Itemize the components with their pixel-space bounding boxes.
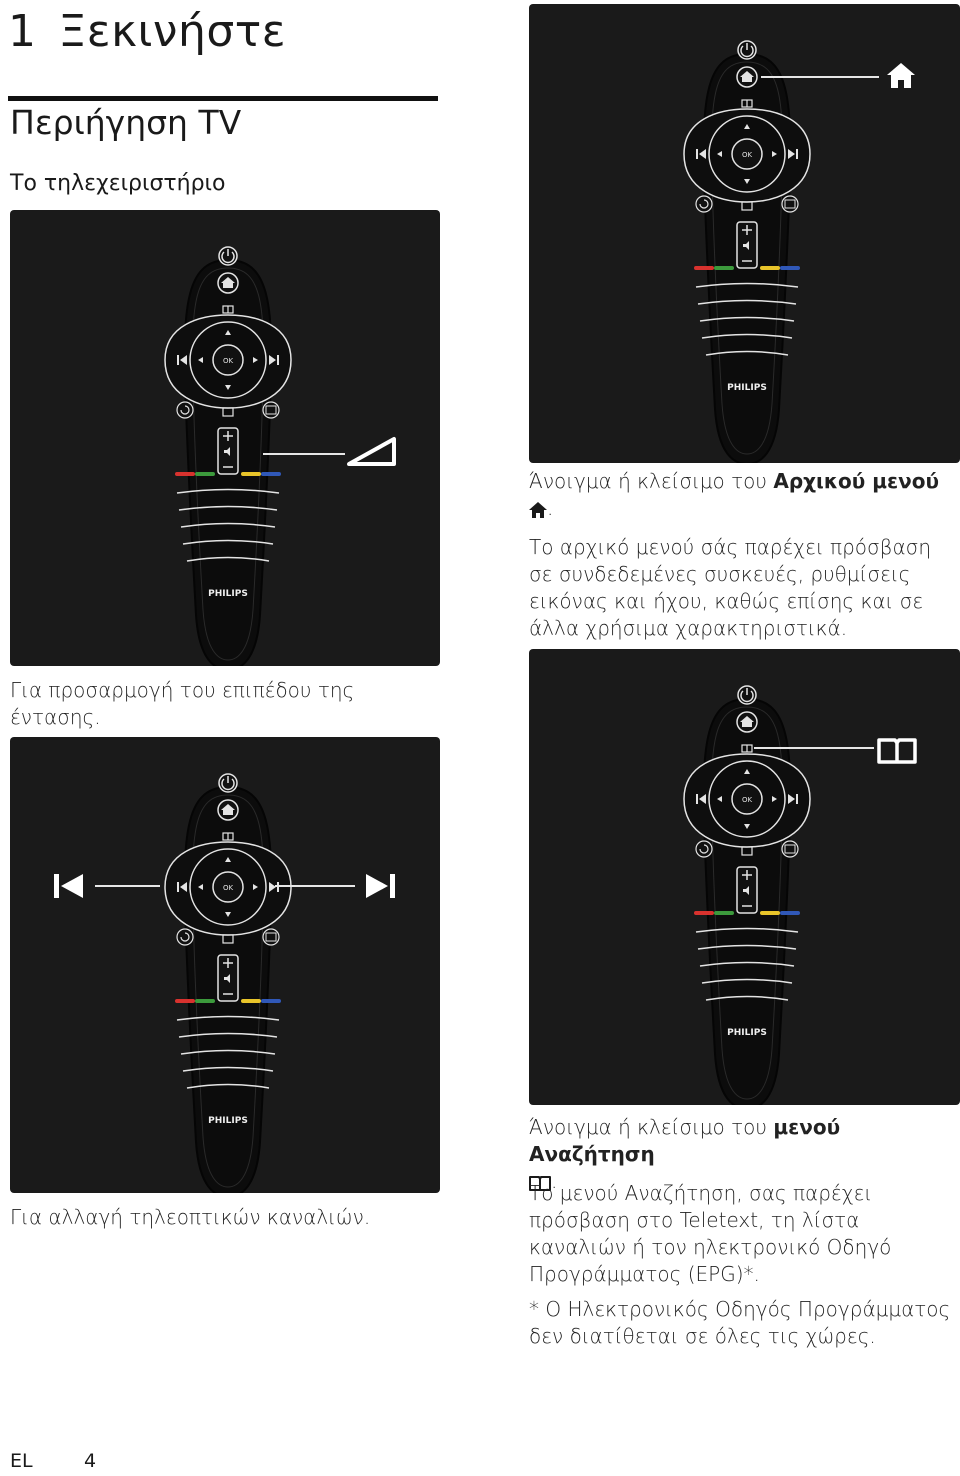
caption-home-title: Άνοιγμα ή κλείσιμο του Αρχικού μενού . (529, 468, 959, 525)
power-button (737, 685, 757, 705)
brand-logo: PHILIPS (208, 589, 248, 599)
power-button (737, 40, 757, 60)
color-keys (175, 999, 281, 1003)
find-button (741, 744, 753, 753)
caption-find-note: * Ο Ηλεκτρονικός Οδηγός Προγράμματος δεν… (529, 1297, 951, 1348)
power-button (218, 246, 238, 266)
remote-panel-volume: OK PHILIPS (10, 210, 440, 666)
remote-panel-home: OK PHILIPS (529, 4, 960, 463)
brand-logo: PHILIPS (727, 383, 767, 393)
brand-logo: PHILIPS (727, 1028, 767, 1038)
number-rows (176, 1015, 280, 1089)
home-icon (529, 498, 547, 525)
options-button (222, 934, 234, 944)
navigation-ring (164, 841, 292, 936)
home-menu-label: Αρχικού μενού (773, 469, 939, 493)
number-rows (695, 927, 799, 1001)
adjust-button (781, 195, 799, 213)
options-button (741, 201, 753, 211)
skip-previous-icon (54, 874, 83, 898)
home-icon (887, 63, 915, 88)
back-button (695, 195, 713, 213)
options-button (741, 846, 753, 856)
home-button (736, 66, 758, 88)
chapter-number: 1 (8, 6, 37, 57)
book-icon (877, 738, 917, 764)
remote-panel-find: OK PHILIPS (529, 649, 960, 1105)
back-button (695, 840, 713, 858)
skip-next-icon (366, 874, 395, 898)
section-title: Περιήγηση TV (10, 103, 242, 142)
adjust-button (262, 401, 280, 419)
home-button (217, 272, 239, 294)
chapter-name: Ξεκινήστε (58, 6, 287, 57)
remote-illustration: OK PHILIPS (54, 773, 395, 1193)
subsection-title: Το τηλεχειριστήριο (10, 171, 226, 196)
brand-logo: PHILIPS (208, 1116, 248, 1126)
book-icon (529, 1171, 551, 1198)
caption-find-desc: Το μενού Αναζήτηση, σας παρέχει πρόσβαση… (529, 1181, 892, 1286)
ok-label: OK (223, 357, 234, 365)
caption-home-desc: Το αρχικό μενού σάς παρέχει πρόσβαση σε … (529, 535, 931, 640)
ok-label: OK (742, 151, 753, 159)
volume-wedge-icon (347, 437, 396, 466)
number-rows (176, 488, 280, 562)
adjust-button (781, 840, 799, 858)
volume-rocker (217, 954, 239, 1002)
home-button (217, 799, 239, 821)
find-button (222, 832, 234, 841)
color-keys (694, 911, 800, 915)
navigation-ring (683, 108, 811, 203)
caption-find-title: Άνοιγμα ή κλείσιμο του μενού Αναζήτηση . (529, 1114, 959, 1198)
footer-language: EL (10, 1450, 33, 1472)
adjust-button (262, 928, 280, 946)
color-keys (175, 472, 281, 476)
ok-label: OK (223, 884, 234, 892)
back-button (176, 401, 194, 419)
ok-label: OK (742, 796, 753, 804)
power-button (218, 773, 238, 793)
find-menu-label: μενού Αναζήτηση (529, 1115, 841, 1166)
caption-volume: Για προσαρμογή του επιπέδου της έντασης. (10, 678, 355, 729)
find-button (741, 99, 753, 108)
options-button (222, 407, 234, 417)
volume-rocker (217, 427, 239, 475)
color-keys (694, 266, 800, 270)
number-rows (695, 282, 799, 356)
remote-illustration: OK PHILIPS (683, 685, 917, 1105)
navigation-ring (683, 753, 811, 848)
caption-channels: Για αλλαγή τηλεοπτικών καναλιών. (10, 1205, 371, 1229)
footer-page-number: 4 (84, 1450, 97, 1472)
volume-rocker (736, 866, 758, 914)
back-button (176, 928, 194, 946)
remote-illustration: OK PHILIPS (164, 246, 396, 666)
remote-illustration: OK PHILIPS (683, 40, 915, 463)
title-divider (8, 96, 438, 101)
volume-rocker (736, 221, 758, 269)
home-button (736, 711, 758, 733)
remote-panel-channels: OK PHILIPS (10, 737, 440, 1193)
find-button (222, 305, 234, 314)
chapter-title: 1 Ξεκινήστε (8, 6, 286, 57)
navigation-ring (164, 314, 292, 409)
